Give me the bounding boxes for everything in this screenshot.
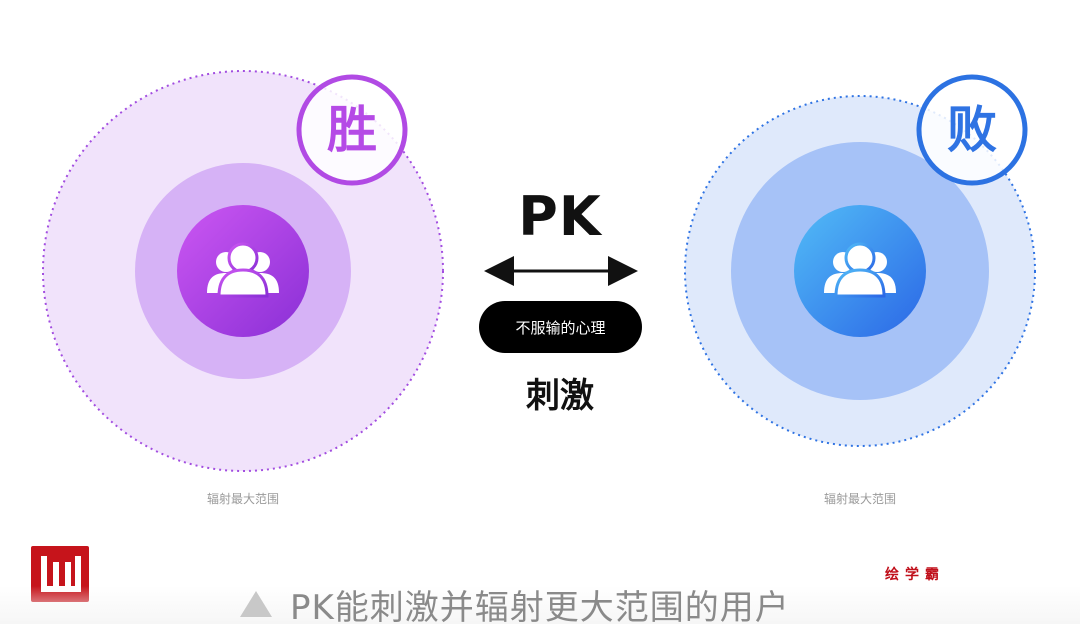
pk-title: PK (518, 185, 602, 248)
brand-watermark: 绘学霸 (885, 567, 945, 583)
caption: PK能刺激并辐射更大范围的用户 (240, 584, 790, 628)
loser-badge-circle (916, 74, 1028, 186)
users-icon (824, 242, 896, 298)
logo-mark-icon (41, 556, 81, 592)
mindset-pill-text: 不服输的心理 (515, 318, 606, 337)
triangle-up-icon (240, 591, 272, 617)
loser-badge-text: 败 (947, 101, 997, 159)
winner-badge-circle (296, 74, 408, 186)
caption-background (0, 586, 1080, 624)
winner-radius-label: 辐射最大范围 (206, 492, 279, 506)
users-icon (207, 242, 279, 298)
loser-group (684, 74, 1036, 447)
mindset-pill: 不服输的心理 (479, 301, 642, 353)
caption-text: PK能刺激并辐射更大范围的用户 (290, 587, 790, 628)
winner-group (42, 70, 444, 472)
loser-radius-label: 辐射最大范围 (823, 492, 896, 506)
stimulus-text: 刺激 (526, 376, 594, 416)
winner-badge-text: 胜 (327, 101, 377, 159)
